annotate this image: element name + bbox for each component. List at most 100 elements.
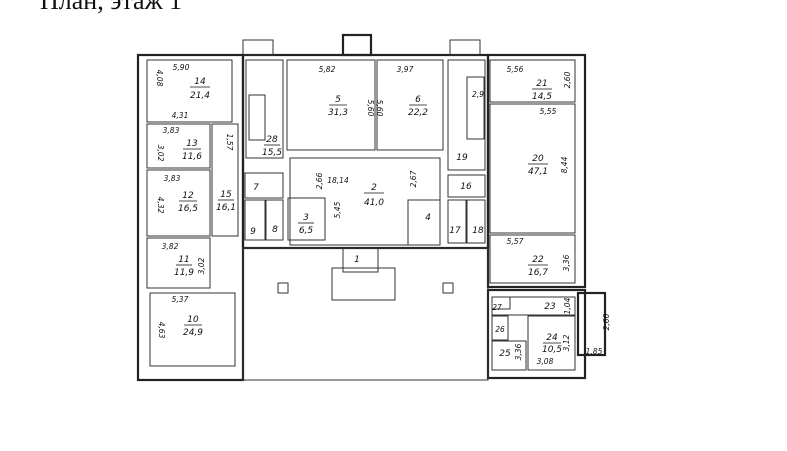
room-13 <box>146 123 211 169</box>
dimension-label: 3,97 <box>397 65 414 74</box>
room-3 <box>287 197 326 241</box>
dimension-label: 5,90 <box>173 63 190 72</box>
room-area: 15,5 <box>262 148 282 158</box>
dimension-label: 4,31 <box>172 111 189 120</box>
room-area: 21,4 <box>190 91 210 101</box>
room-number: 8 <box>272 225 278 235</box>
dimension-label: 3,02 <box>197 257 206 274</box>
room-number: 2 <box>371 183 377 193</box>
wall-outline <box>486 53 587 289</box>
room-area: 14,5 <box>532 92 552 102</box>
room-28 <box>245 59 284 159</box>
room-area: 16,5 <box>178 204 198 214</box>
dimension-label: 5,60 <box>366 100 375 117</box>
room-24 <box>527 315 576 371</box>
dimension-label: 5,60 <box>375 100 384 117</box>
room-14 <box>146 59 233 123</box>
dimension-label: 3,36 <box>514 343 523 360</box>
room-18 <box>466 199 486 244</box>
dimension-label: 3,82 <box>162 242 179 251</box>
room-number: 1 <box>354 255 360 265</box>
wall-outline <box>442 282 454 294</box>
room-16 <box>447 174 486 198</box>
room-6 <box>376 59 444 151</box>
room-10 <box>149 292 236 367</box>
room-26 <box>491 315 509 341</box>
dimension-label: 2,66 <box>315 172 324 189</box>
room-number: 3 <box>303 213 309 223</box>
dimension-label: 18,14 <box>327 176 349 185</box>
room-number: 6 <box>415 95 421 105</box>
room-22 <box>489 234 576 284</box>
room-area: 6,5 <box>299 226 314 236</box>
dimension-label: 2,60 <box>602 313 611 330</box>
porch <box>331 267 396 301</box>
room-20 <box>489 103 576 234</box>
room-number: 28 <box>266 135 278 145</box>
dimension-label: 5,56 <box>507 65 524 74</box>
room-number: 16 <box>460 182 472 192</box>
dimension-label: 2,60 <box>563 71 572 88</box>
room-number: 7 <box>253 183 259 193</box>
room-area: 11,6 <box>182 152 202 162</box>
room-number: 11 <box>178 255 189 265</box>
dimension-label: 2,67 <box>409 170 418 187</box>
dimension-label: 3,02 <box>156 145 165 162</box>
wall-outline <box>242 39 274 56</box>
room-17 <box>447 199 467 244</box>
room-number: 17 <box>449 226 461 236</box>
dimension-label: 2,9 <box>472 90 484 99</box>
room-area: 31,3 <box>328 108 348 118</box>
room-number: 4 <box>425 213 431 223</box>
room-9 <box>244 199 266 241</box>
dimension-label: 3,83 <box>163 126 180 135</box>
dimension-label: 8,44 <box>560 156 569 173</box>
room-21 <box>489 59 576 103</box>
dimension-label: 3,36 <box>562 254 571 271</box>
room-number: 10 <box>187 315 199 325</box>
room-number: 12 <box>182 191 194 201</box>
stair-28 <box>248 94 266 141</box>
room-area: 47,1 <box>528 167 548 177</box>
room-number: 14 <box>194 77 206 87</box>
dimension-label: 5,82 <box>319 65 336 74</box>
room-number: 27 <box>492 303 502 312</box>
room-area: 41,0 <box>364 198 384 208</box>
wall-outline <box>341 33 373 57</box>
room-15 <box>211 123 239 237</box>
wall-outline <box>277 282 289 294</box>
dimension-label: 1,04 <box>563 297 572 314</box>
room-11 <box>146 237 211 289</box>
dimension-label: 4,63 <box>157 322 166 339</box>
room-number: 19 <box>456 153 468 163</box>
dimension-labels: 5,90 4,08 4,31 3,83 3,02 3,83 4,32 1,57 … <box>155 63 611 366</box>
room-1 <box>342 247 379 273</box>
room-number: 24 <box>546 333 558 343</box>
room-area: 10,5 <box>542 345 562 355</box>
dimension-label: 3,83 <box>164 174 181 183</box>
room-number: 21 <box>536 79 547 89</box>
dimension-label: 5,45 <box>333 201 342 218</box>
dimension-label: 5,37 <box>172 295 189 304</box>
dimension-label: 1,85 <box>586 347 603 356</box>
room-area: 24,9 <box>183 328 203 338</box>
room-27 <box>491 296 511 310</box>
room-number: 23 <box>544 302 556 312</box>
room-area: 22,2 <box>408 108 428 118</box>
room-12 <box>146 169 211 237</box>
room-number: 18 <box>472 226 484 236</box>
room-number: 15 <box>220 190 232 200</box>
room-area: 16,7 <box>528 268 548 278</box>
room-number: 22 <box>532 255 544 265</box>
wall-outline <box>449 39 481 56</box>
wall-outline <box>576 291 607 357</box>
room-8 <box>265 199 284 241</box>
room-5 <box>286 59 376 151</box>
room-number: 13 <box>186 139 198 149</box>
room-number: 25 <box>499 349 511 359</box>
room-area: 16,1 <box>216 203 236 213</box>
dimension-label: 4,32 <box>156 197 165 214</box>
dimension-label: 4,08 <box>155 70 164 87</box>
stair-19 <box>466 76 485 140</box>
